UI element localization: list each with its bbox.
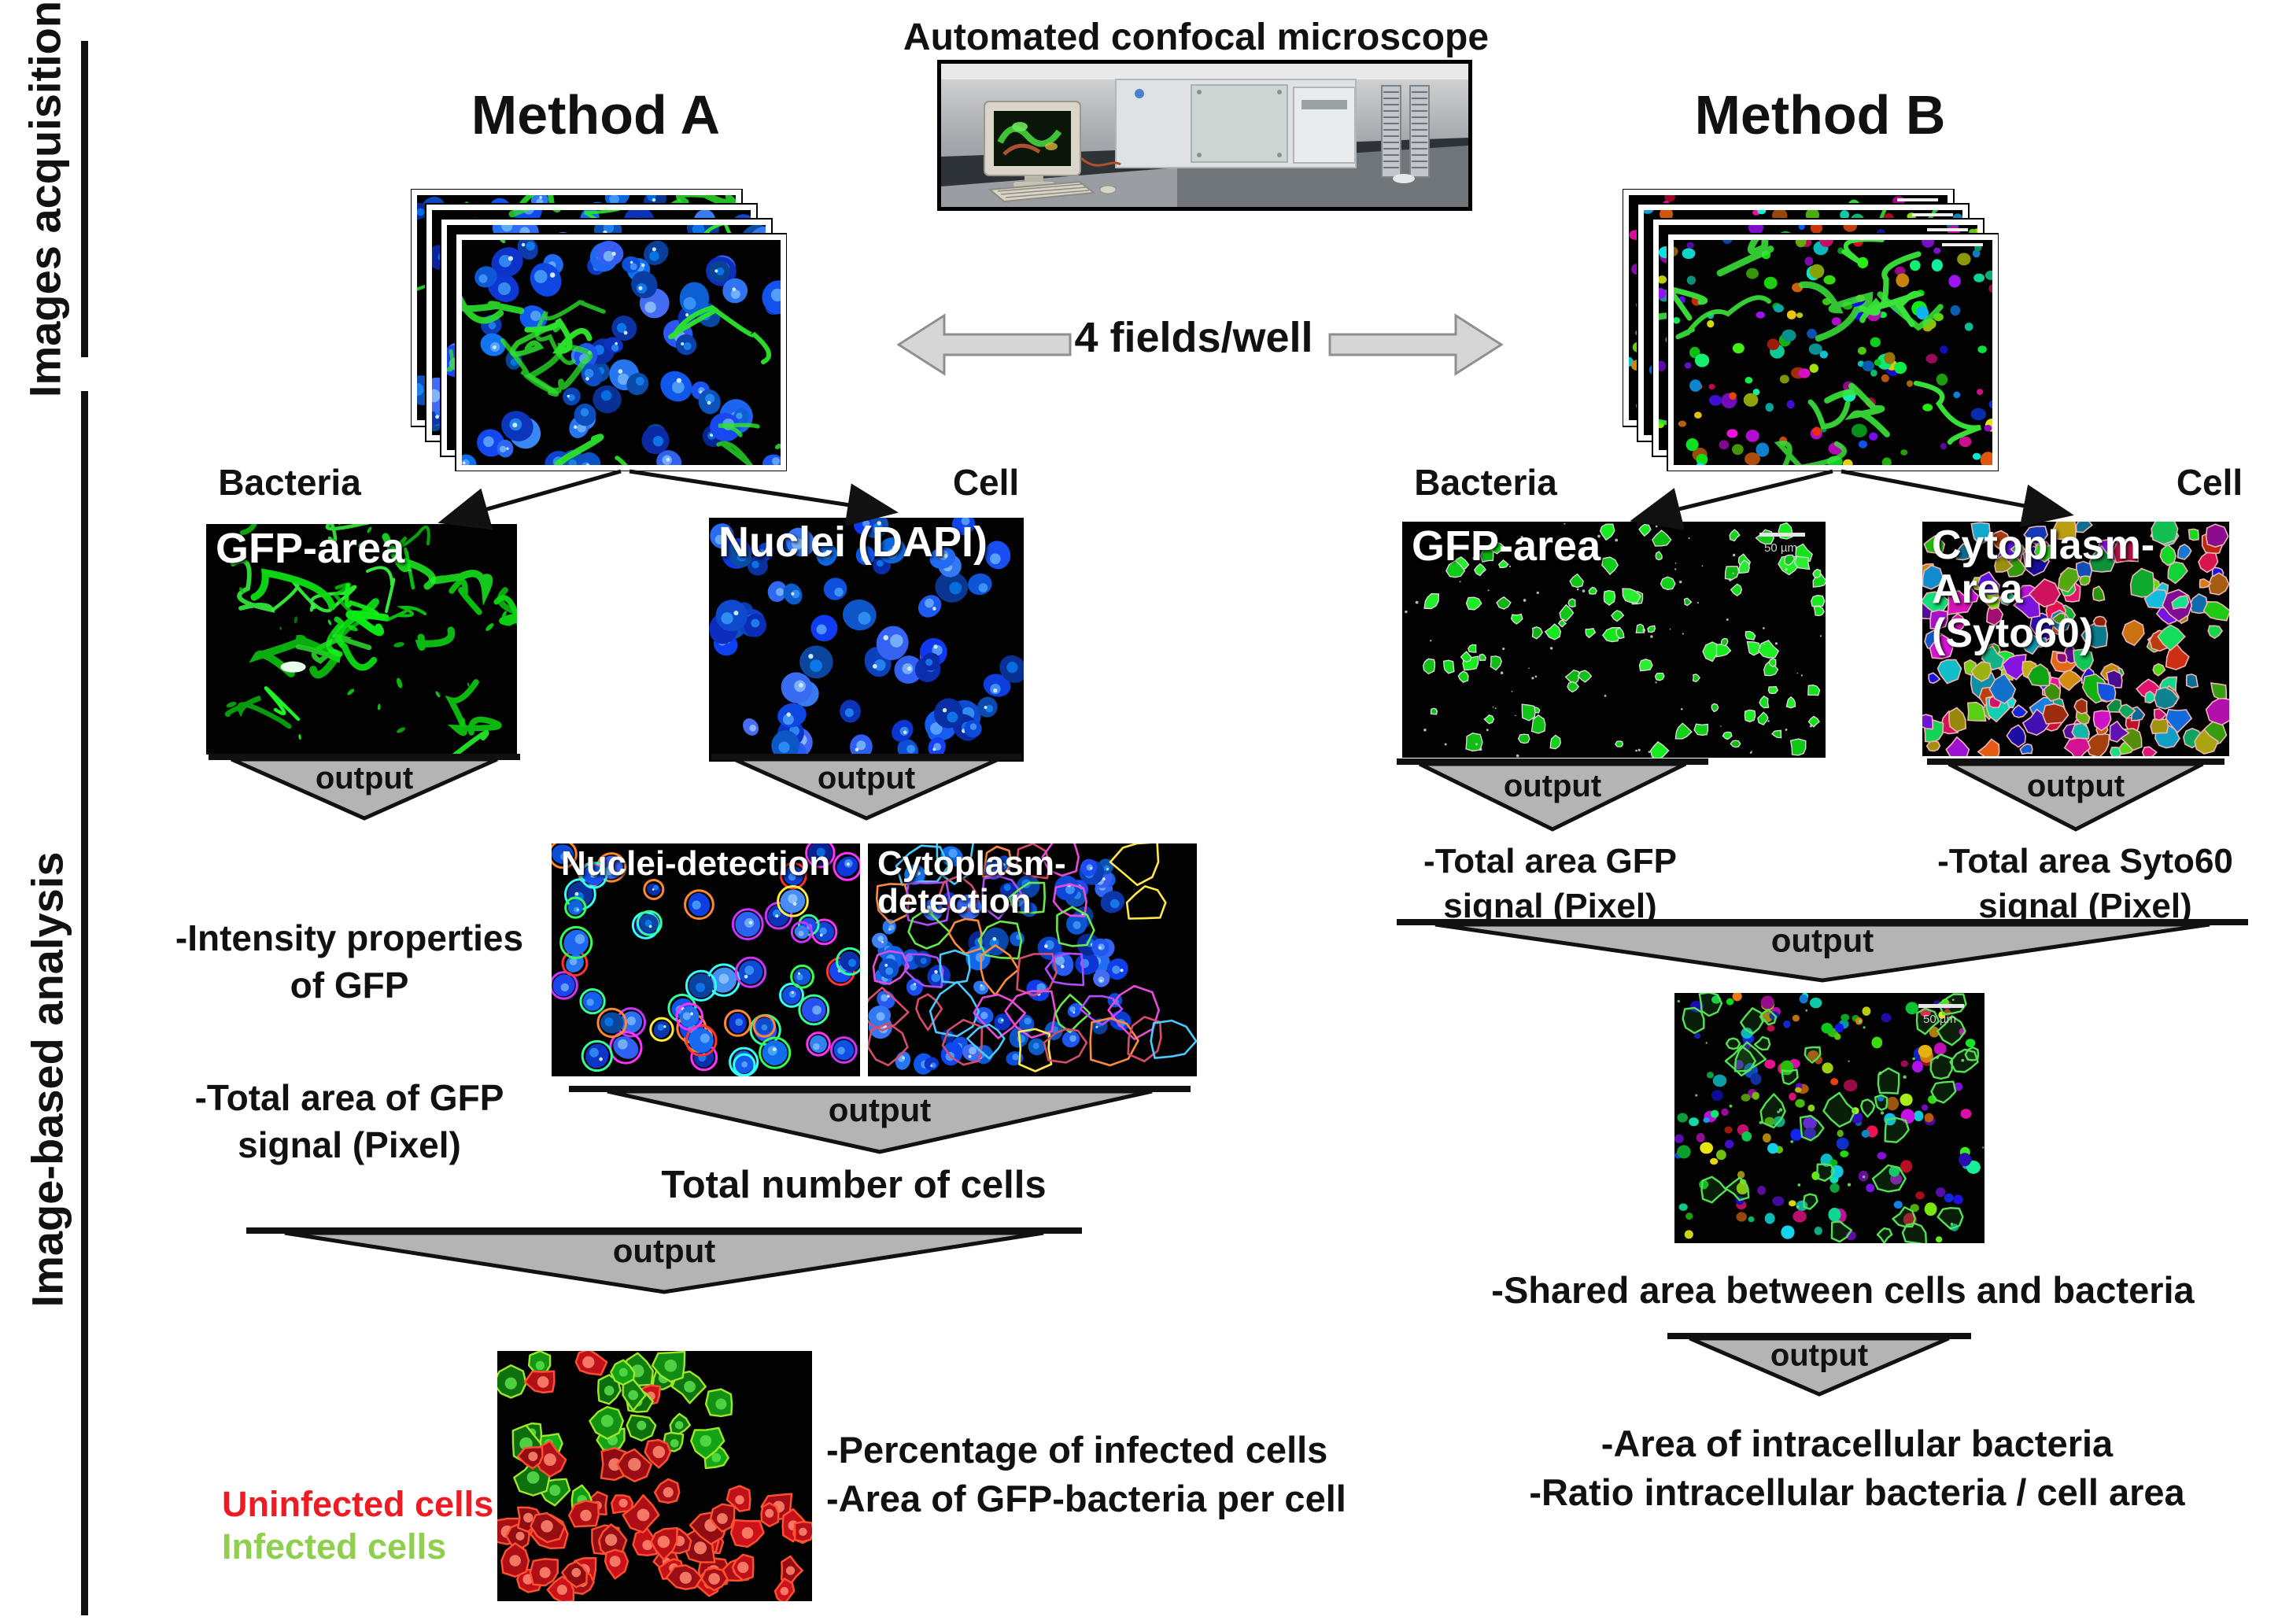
method-a-cell-label: Cell xyxy=(952,462,1020,503)
total-syto-line1: -Total area Syto60 xyxy=(1937,842,2233,880)
panel-gfp-area-b-label: GFP-area xyxy=(1412,522,1601,570)
section-label-image-based-analysis: Image-based analysis xyxy=(22,851,72,1308)
right-block-arrow xyxy=(1328,313,1503,376)
panel-cytoplasm-area-syto60-label-line: (Syto60) xyxy=(1932,611,2094,657)
output-funnel-label: output xyxy=(1770,1338,1868,1373)
output-funnel-7: output xyxy=(1397,919,2248,983)
microscope-photo-art xyxy=(941,64,1468,207)
method-b-heading: Method B xyxy=(1694,84,1946,146)
panel-cytoplasm-detection: Cytoplasm-detection xyxy=(868,843,1197,1076)
panel-shared-area-merged: 50 µm xyxy=(1674,993,1984,1243)
method-b-image-stack xyxy=(1623,189,1999,471)
flow-arrow xyxy=(438,469,622,530)
svg-text:50 µm: 50 µm xyxy=(1764,541,1797,555)
panel-gfp-area-a-label: GFP-area xyxy=(216,525,405,572)
intensity-line2: of GFP xyxy=(290,964,409,1006)
output-funnel-8: output xyxy=(1667,1333,1971,1397)
area-gfp-per-cell-text: -Area of GFP-bacteria per cell xyxy=(826,1478,1346,1520)
panel-cytoplasm-area-syto60: Cytoplasm-Area(Syto60) xyxy=(1922,522,2229,756)
output-funnel-label: output xyxy=(2027,769,2125,803)
output-funnel-6: output xyxy=(1927,758,2224,832)
ratio-intracellular-text: -Ratio intracellular bacteria / cell are… xyxy=(1529,1471,2185,1514)
panel-nuclei-detection-label: Nuclei-detection xyxy=(561,844,831,883)
panel-nuclei-dapi: Nuclei (DAPI) xyxy=(709,518,1024,762)
panel-cytoplasm-detection-art xyxy=(868,843,1197,1076)
output-funnel-1: output xyxy=(209,754,520,821)
total-area-syto-text: -Total area Syto60 signal (Pixel) xyxy=(1937,839,2233,928)
percentage-infected-text: -Percentage of infected cells xyxy=(826,1429,1328,1471)
area-intracellular-text: -Area of intracellular bacteria xyxy=(1601,1423,2114,1464)
output-funnel-2: output xyxy=(711,754,1021,821)
section-label-images-acquisition: Images acquisition xyxy=(20,0,70,398)
panel-cytoplasm-detection-label: Cytoplasm-detection xyxy=(877,844,1066,921)
panel-infected-result-art xyxy=(497,1351,812,1601)
method-b-results-text: -Area of intracellular bacteria -Ratio i… xyxy=(1529,1419,2184,1517)
total-number-of-cells-text: Total number of cells xyxy=(661,1164,1047,1206)
output-funnel-3: output xyxy=(569,1086,1191,1154)
svg-text:50 µm: 50 µm xyxy=(1923,1013,1956,1026)
panel-nuclei-detection: Nuclei-detection xyxy=(552,843,860,1076)
method-a-image-stack xyxy=(411,189,787,471)
flow-arrow xyxy=(629,469,899,526)
output-funnel-label: output xyxy=(316,761,413,795)
left-block-arrow xyxy=(897,313,1072,376)
microscope-title: Automated confocal microscope xyxy=(903,17,1490,58)
total-area-gfp-a-text: -Total area of GFP signal (Pixel) xyxy=(195,1075,504,1169)
flow-arrow xyxy=(1840,469,2074,527)
total-gfp-b-line1: -Total area GFP xyxy=(1423,842,1677,880)
output-funnel-4: output xyxy=(246,1227,1082,1294)
infected-cells-legend: Infected cells xyxy=(222,1526,447,1567)
flow-arrow xyxy=(1630,469,1833,530)
panel-cytoplasm-area-syto60-label-line: Cytoplasm-Area xyxy=(1932,522,2155,613)
panel-shared-area-merged-art: 50 µm xyxy=(1674,993,1984,1243)
shared-area-text: -Shared area between cells and bacteria xyxy=(1491,1269,2195,1311)
output-funnel-label: output xyxy=(613,1232,716,1269)
method-a-bacteria-label: Bacteria xyxy=(218,462,361,503)
total-area-a-line1: -Total area of GFP xyxy=(194,1077,504,1118)
panel-nuclei-dapi-label: Nuclei (DAPI) xyxy=(718,519,988,566)
total-area-a-line2: signal (Pixel) xyxy=(238,1124,461,1165)
intensity-properties-text: -Intensity properties of GFP xyxy=(175,915,523,1009)
section-divider-line-bottom xyxy=(81,391,88,1615)
intensity-line1: -Intensity properties xyxy=(175,917,524,958)
panel-cytoplasm-area-syto60-art xyxy=(1922,522,2229,756)
total-area-gfp-b-text: -Total area GFP signal (Pixel) xyxy=(1423,839,1677,928)
panel-cytoplasm-area-syto60-label: Cytoplasm-Area(Syto60) xyxy=(1932,522,2229,657)
method-b-bacteria-label: Bacteria xyxy=(1414,462,1557,503)
panel-nuclei-detection-art xyxy=(552,843,860,1076)
panel-gfp-area-a: GFP-area xyxy=(206,524,517,755)
uninfected-cells-legend: Uninfected cells xyxy=(222,1484,494,1524)
panel-gfp-area-b: 50 µm GFP-area xyxy=(1402,522,1826,758)
panel-nuclei-dapi-art xyxy=(709,518,1024,762)
output-funnel-label: output xyxy=(1771,922,1874,959)
output-funnel-5: output xyxy=(1397,758,1708,832)
panel-gfp-area-a-art xyxy=(206,524,517,755)
method-b-cell-label: Cell xyxy=(2176,462,2243,503)
method-a-results-text: -Percentage of infected cells -Area of G… xyxy=(826,1426,1346,1523)
output-funnel-label: output xyxy=(818,761,915,795)
fields-per-well-label: 4 fields/well xyxy=(1074,314,1313,361)
section-divider-line-top xyxy=(81,41,88,357)
method-a-heading: Method A xyxy=(471,84,721,146)
panel-gfp-area-b-art: 50 µm xyxy=(1402,522,1826,758)
output-funnel-label: output xyxy=(829,1091,932,1128)
confocal-microscope-photo xyxy=(937,60,1472,211)
output-funnel-label: output xyxy=(1504,769,1601,803)
panel-infected-result xyxy=(497,1351,812,1601)
